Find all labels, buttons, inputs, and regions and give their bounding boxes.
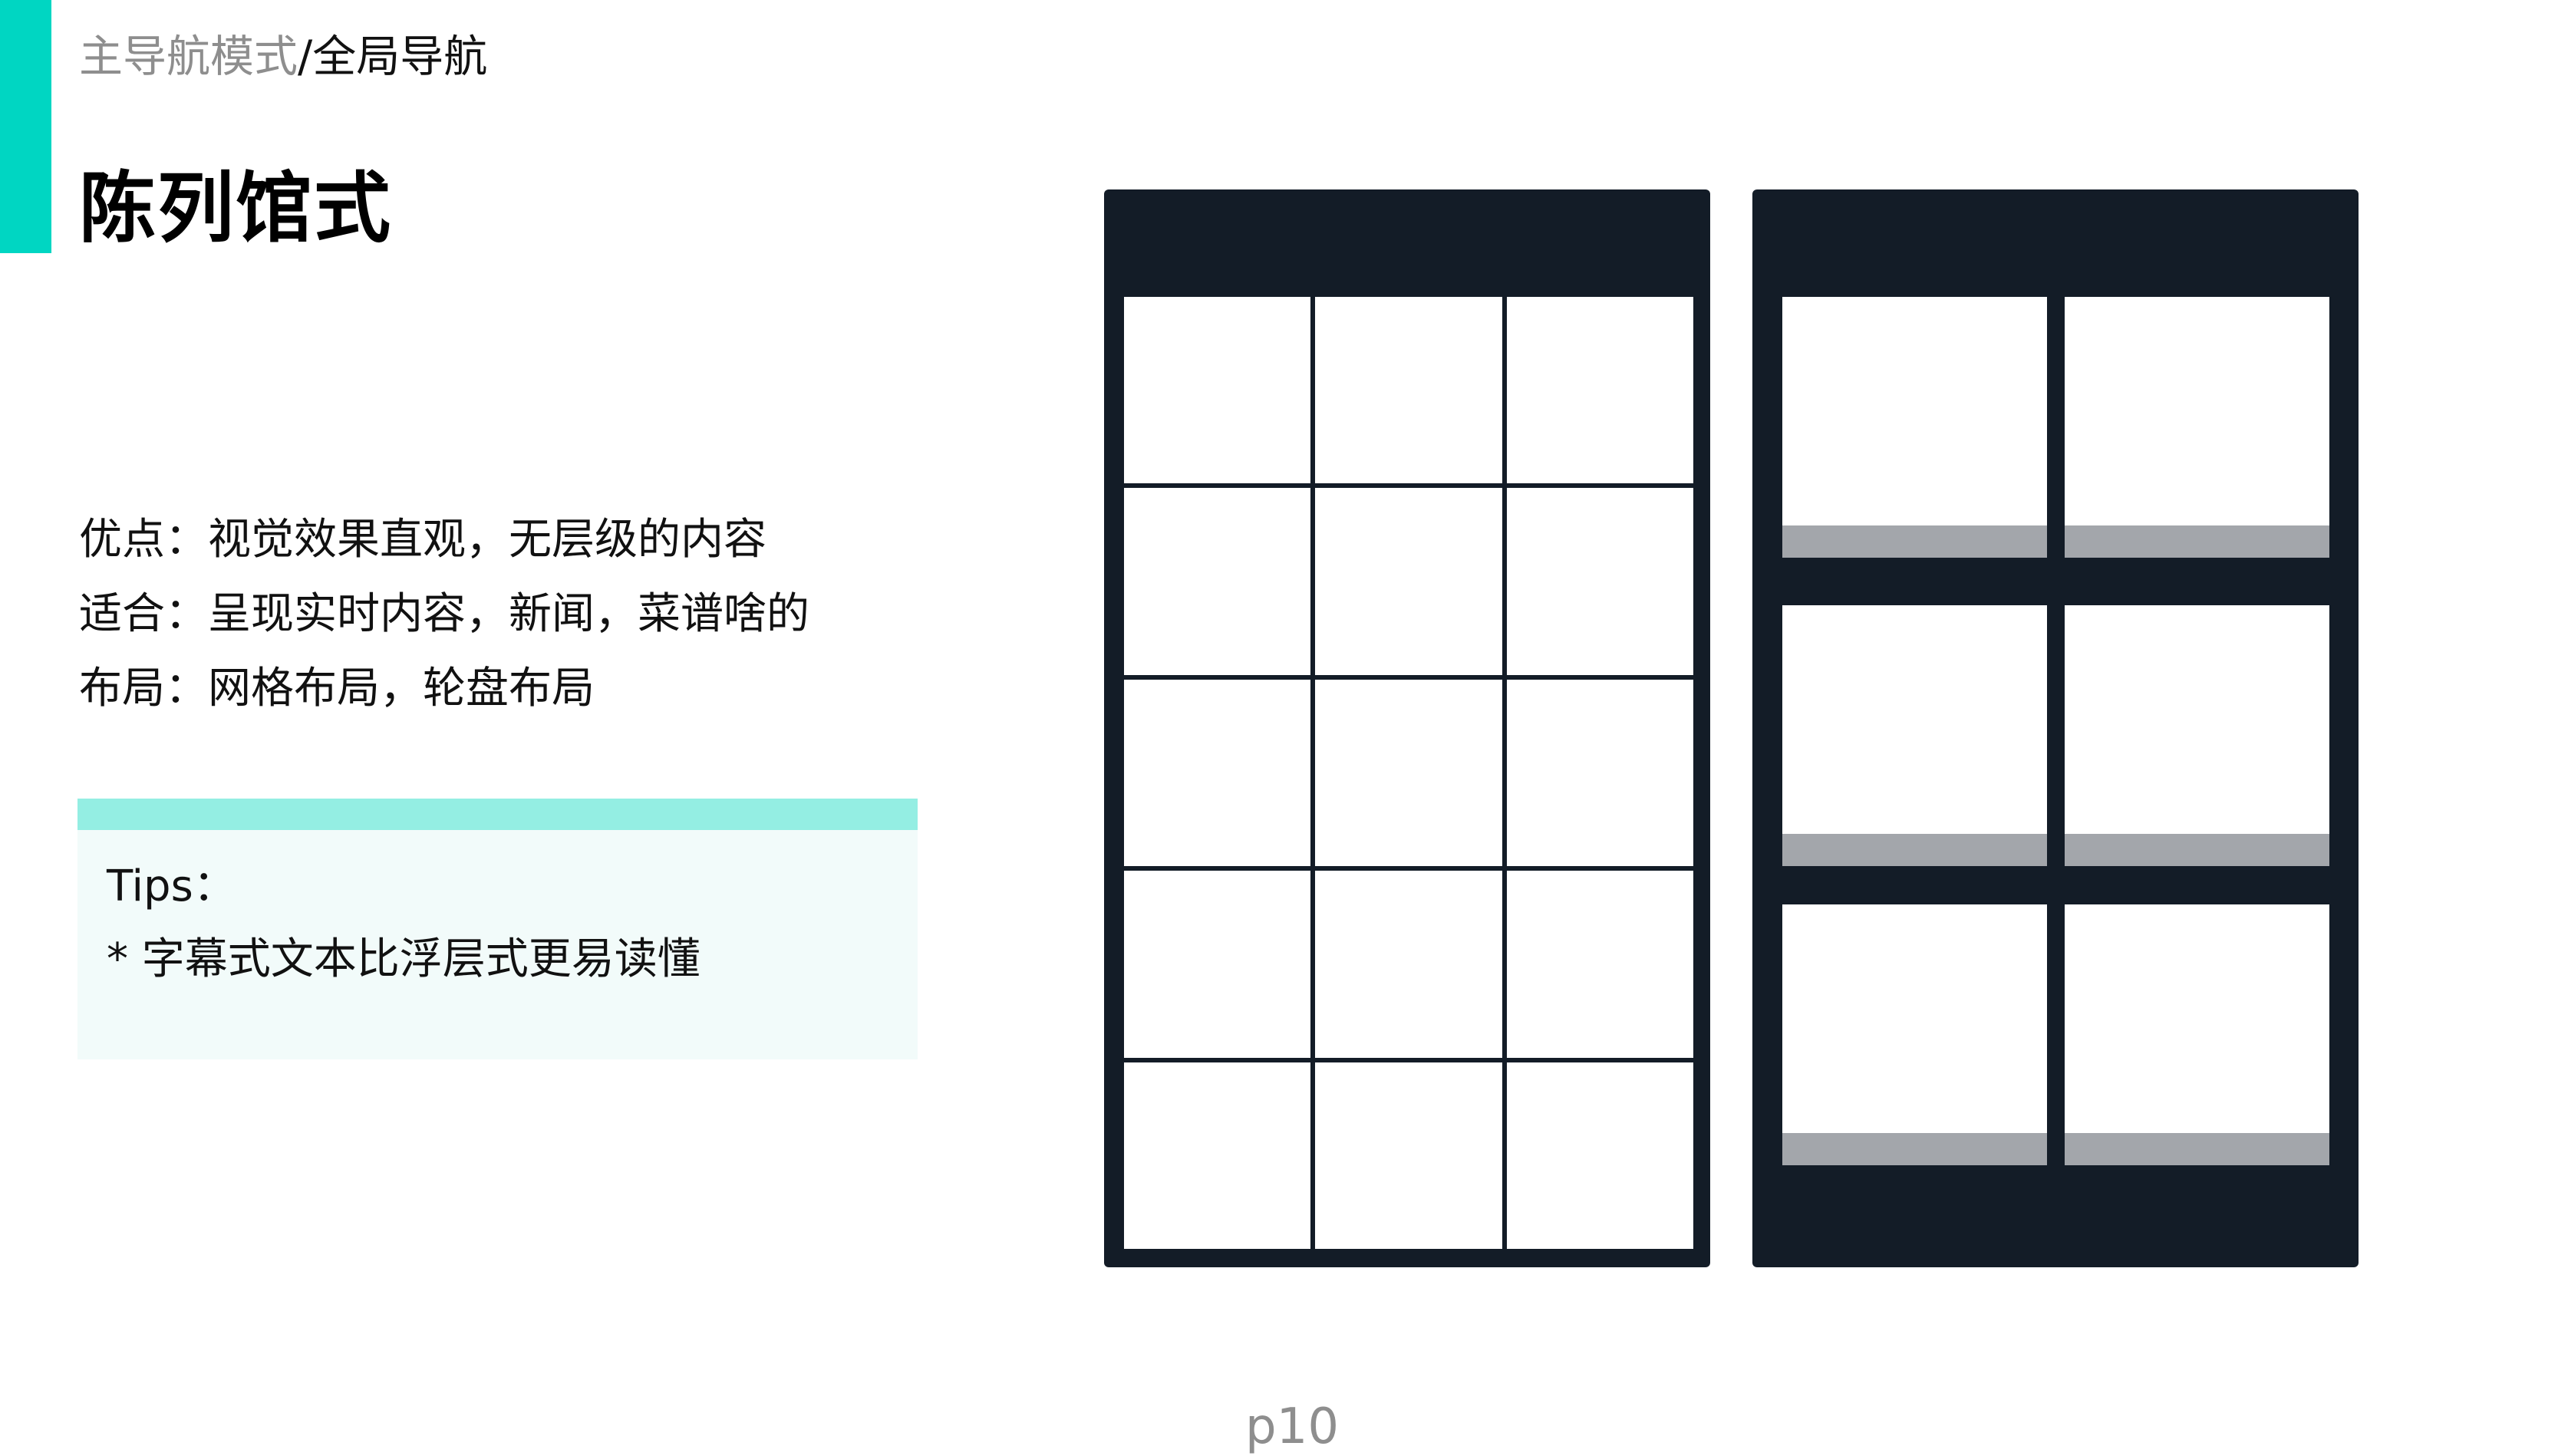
grid-cell bbox=[1124, 679, 1311, 867]
description-suitable: 适合：呈现实时内容，新闻，菜谱啥的 bbox=[79, 589, 809, 639]
grid-cell bbox=[1315, 297, 1502, 484]
description-block: 优点：视觉效果直观，无层级的内容 适合：呈现实时内容，新闻，菜谱啥的 布局：网格… bbox=[79, 502, 809, 726]
breadcrumb-separator: / bbox=[298, 31, 313, 82]
grid-cell bbox=[1506, 871, 1693, 1058]
card-caption-bar bbox=[2065, 525, 2329, 558]
breadcrumb-parent: 主导航模式 bbox=[79, 31, 298, 82]
card-caption-bar bbox=[1782, 834, 2047, 866]
tips-item: * 字幕式文本比浮层式更易读懂 bbox=[107, 934, 700, 984]
card-caption-bar bbox=[1782, 1133, 2047, 1165]
grid-cell bbox=[1315, 871, 1502, 1058]
card bbox=[2065, 904, 2329, 1165]
page-number: p10 bbox=[1244, 1398, 1340, 1455]
grid-cell bbox=[1315, 1062, 1502, 1249]
card bbox=[1782, 605, 2047, 866]
tips-box: Tips： * 字幕式文本比浮层式更易读懂 bbox=[77, 799, 918, 1059]
card bbox=[2065, 297, 2329, 558]
breadcrumb-current: 全局导航 bbox=[312, 31, 488, 82]
description-pros: 优点：视觉效果直观，无层级的内容 bbox=[79, 515, 766, 565]
grid-cell bbox=[1506, 1062, 1693, 1249]
card-caption-bar bbox=[2065, 834, 2329, 866]
page-title: 陈列馆式 bbox=[79, 163, 392, 253]
card bbox=[2065, 605, 2329, 866]
card bbox=[1782, 297, 2047, 558]
grid-cell bbox=[1315, 488, 1502, 675]
card-caption-bar bbox=[1782, 525, 2047, 558]
grid-cell bbox=[1124, 1062, 1311, 1249]
accent-bar bbox=[0, 0, 51, 253]
card-layout-mockup bbox=[1752, 189, 2359, 1267]
grid-cell bbox=[1124, 488, 1311, 675]
tips-title: Tips： bbox=[107, 861, 236, 911]
card-caption-bar bbox=[2065, 1133, 2329, 1165]
grid-cell bbox=[1315, 679, 1502, 867]
grid-cell bbox=[1506, 297, 1693, 484]
grid-cell bbox=[1506, 679, 1693, 867]
grid-layout-mockup bbox=[1104, 189, 1710, 1267]
grid-cell bbox=[1124, 871, 1311, 1058]
description-layout: 布局：网格布局，轮盘布局 bbox=[79, 664, 595, 713]
tips-header-band bbox=[77, 799, 918, 830]
grid-3x5 bbox=[1124, 297, 1693, 1249]
grid-cell bbox=[1124, 297, 1311, 484]
card bbox=[1782, 904, 2047, 1165]
breadcrumb: 主导航模式/全局导航 bbox=[79, 31, 487, 83]
grid-cell bbox=[1506, 488, 1693, 675]
